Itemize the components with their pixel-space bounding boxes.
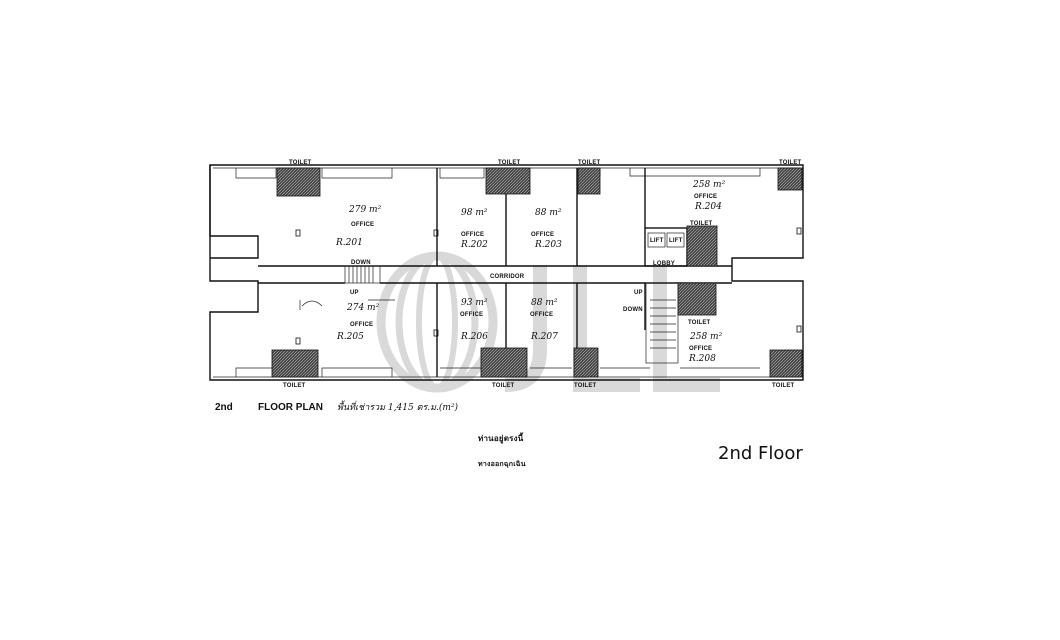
room-id: R.205 bbox=[336, 332, 364, 342]
toilet-label: TOILET bbox=[688, 320, 711, 326]
room-office-label: OFFICE bbox=[460, 312, 483, 318]
toilet-label: TOILET bbox=[578, 160, 601, 166]
handwritten-area-note: พื้นที่เช่ารวม 1,415 ตร.ม.(m²) bbox=[337, 400, 459, 413]
room-office-label: OFFICE bbox=[530, 312, 553, 318]
floor-caption: 2nd Floor bbox=[718, 443, 803, 464]
room-207: 88 m² OFFICE R.207 bbox=[530, 298, 558, 342]
room-208: 258 m² OFFICE R.208 bbox=[688, 332, 723, 364]
toilet-label: TOILET bbox=[772, 383, 795, 389]
lift-label: LIFT bbox=[650, 238, 664, 244]
room-area: 258 m² bbox=[689, 332, 723, 342]
room-206: 93 m² OFFICE R.206 bbox=[460, 298, 488, 342]
room-office-label: OFFICE bbox=[461, 232, 484, 238]
lift-stair-core bbox=[644, 225, 718, 364]
room-office-label: OFFICE bbox=[694, 194, 717, 200]
room-office-label: OFFICE bbox=[531, 232, 554, 238]
toilet-blocks bbox=[271, 167, 803, 378]
toilet-label: TOILET bbox=[498, 160, 521, 166]
room-office-label: OFFICE bbox=[689, 346, 712, 352]
room-area: 274 m² bbox=[346, 303, 380, 313]
room-id: R.208 bbox=[688, 354, 716, 364]
room-office-label: OFFICE bbox=[350, 322, 373, 328]
room-area: 88 m² bbox=[535, 208, 562, 218]
toilet-label: TOILET bbox=[690, 221, 713, 227]
emergency-exit-label: ทางออกฉุกเฉิน bbox=[478, 460, 526, 468]
toilet-label: TOILET bbox=[492, 383, 515, 389]
column-markers bbox=[295, 227, 802, 345]
room-area: 279 m² bbox=[348, 205, 382, 215]
room-id: R.201 bbox=[335, 238, 363, 248]
room-id: R.203 bbox=[534, 240, 562, 250]
room-id: R.202 bbox=[460, 240, 488, 250]
floor-plan-label: FLOOR PLAN bbox=[258, 402, 323, 413]
stair-up-label: UP bbox=[350, 290, 359, 296]
room-205: 274 m² OFFICE R.205 bbox=[336, 303, 380, 342]
room-204: 258 m² OFFICE R.204 bbox=[692, 180, 726, 212]
lift-label: LIFT bbox=[669, 238, 683, 244]
room-area: 88 m² bbox=[531, 298, 558, 308]
toilet-labels: TOILET TOILET TOILET TOILET TOILET TOILE… bbox=[283, 160, 802, 389]
floor-number: 2nd bbox=[215, 402, 233, 413]
room-202: 98 m² OFFICE R.202 bbox=[460, 208, 488, 250]
toilet-label: TOILET bbox=[779, 160, 802, 166]
room-id: R.206 bbox=[460, 332, 488, 342]
room-id: R.204 bbox=[694, 202, 722, 212]
you-are-here-label: ท่านอยู่ตรงนี้ bbox=[478, 432, 524, 444]
room-area: 98 m² bbox=[461, 208, 488, 218]
stair-down-label: DOWN bbox=[623, 307, 643, 313]
toilet-label: TOILET bbox=[283, 383, 306, 389]
room-area: 93 m² bbox=[461, 298, 488, 308]
room-201: 279 m² OFFICE R.201 bbox=[335, 205, 382, 248]
lobby-label: LOBBY bbox=[653, 261, 675, 267]
corridor-stairs bbox=[344, 265, 381, 284]
room-office-label: OFFICE bbox=[351, 222, 374, 228]
room-area: 258 m² bbox=[692, 180, 726, 190]
room-203: 88 m² OFFICE R.203 bbox=[531, 208, 562, 250]
toilet-label: TOILET bbox=[574, 383, 597, 389]
toilet-label: TOILET bbox=[289, 160, 312, 166]
stair-down-label: DOWN bbox=[351, 260, 371, 266]
stair-up-label: UP bbox=[634, 290, 643, 296]
corridor-label: CORRIDOR bbox=[490, 274, 525, 280]
room-id: R.207 bbox=[530, 332, 558, 342]
